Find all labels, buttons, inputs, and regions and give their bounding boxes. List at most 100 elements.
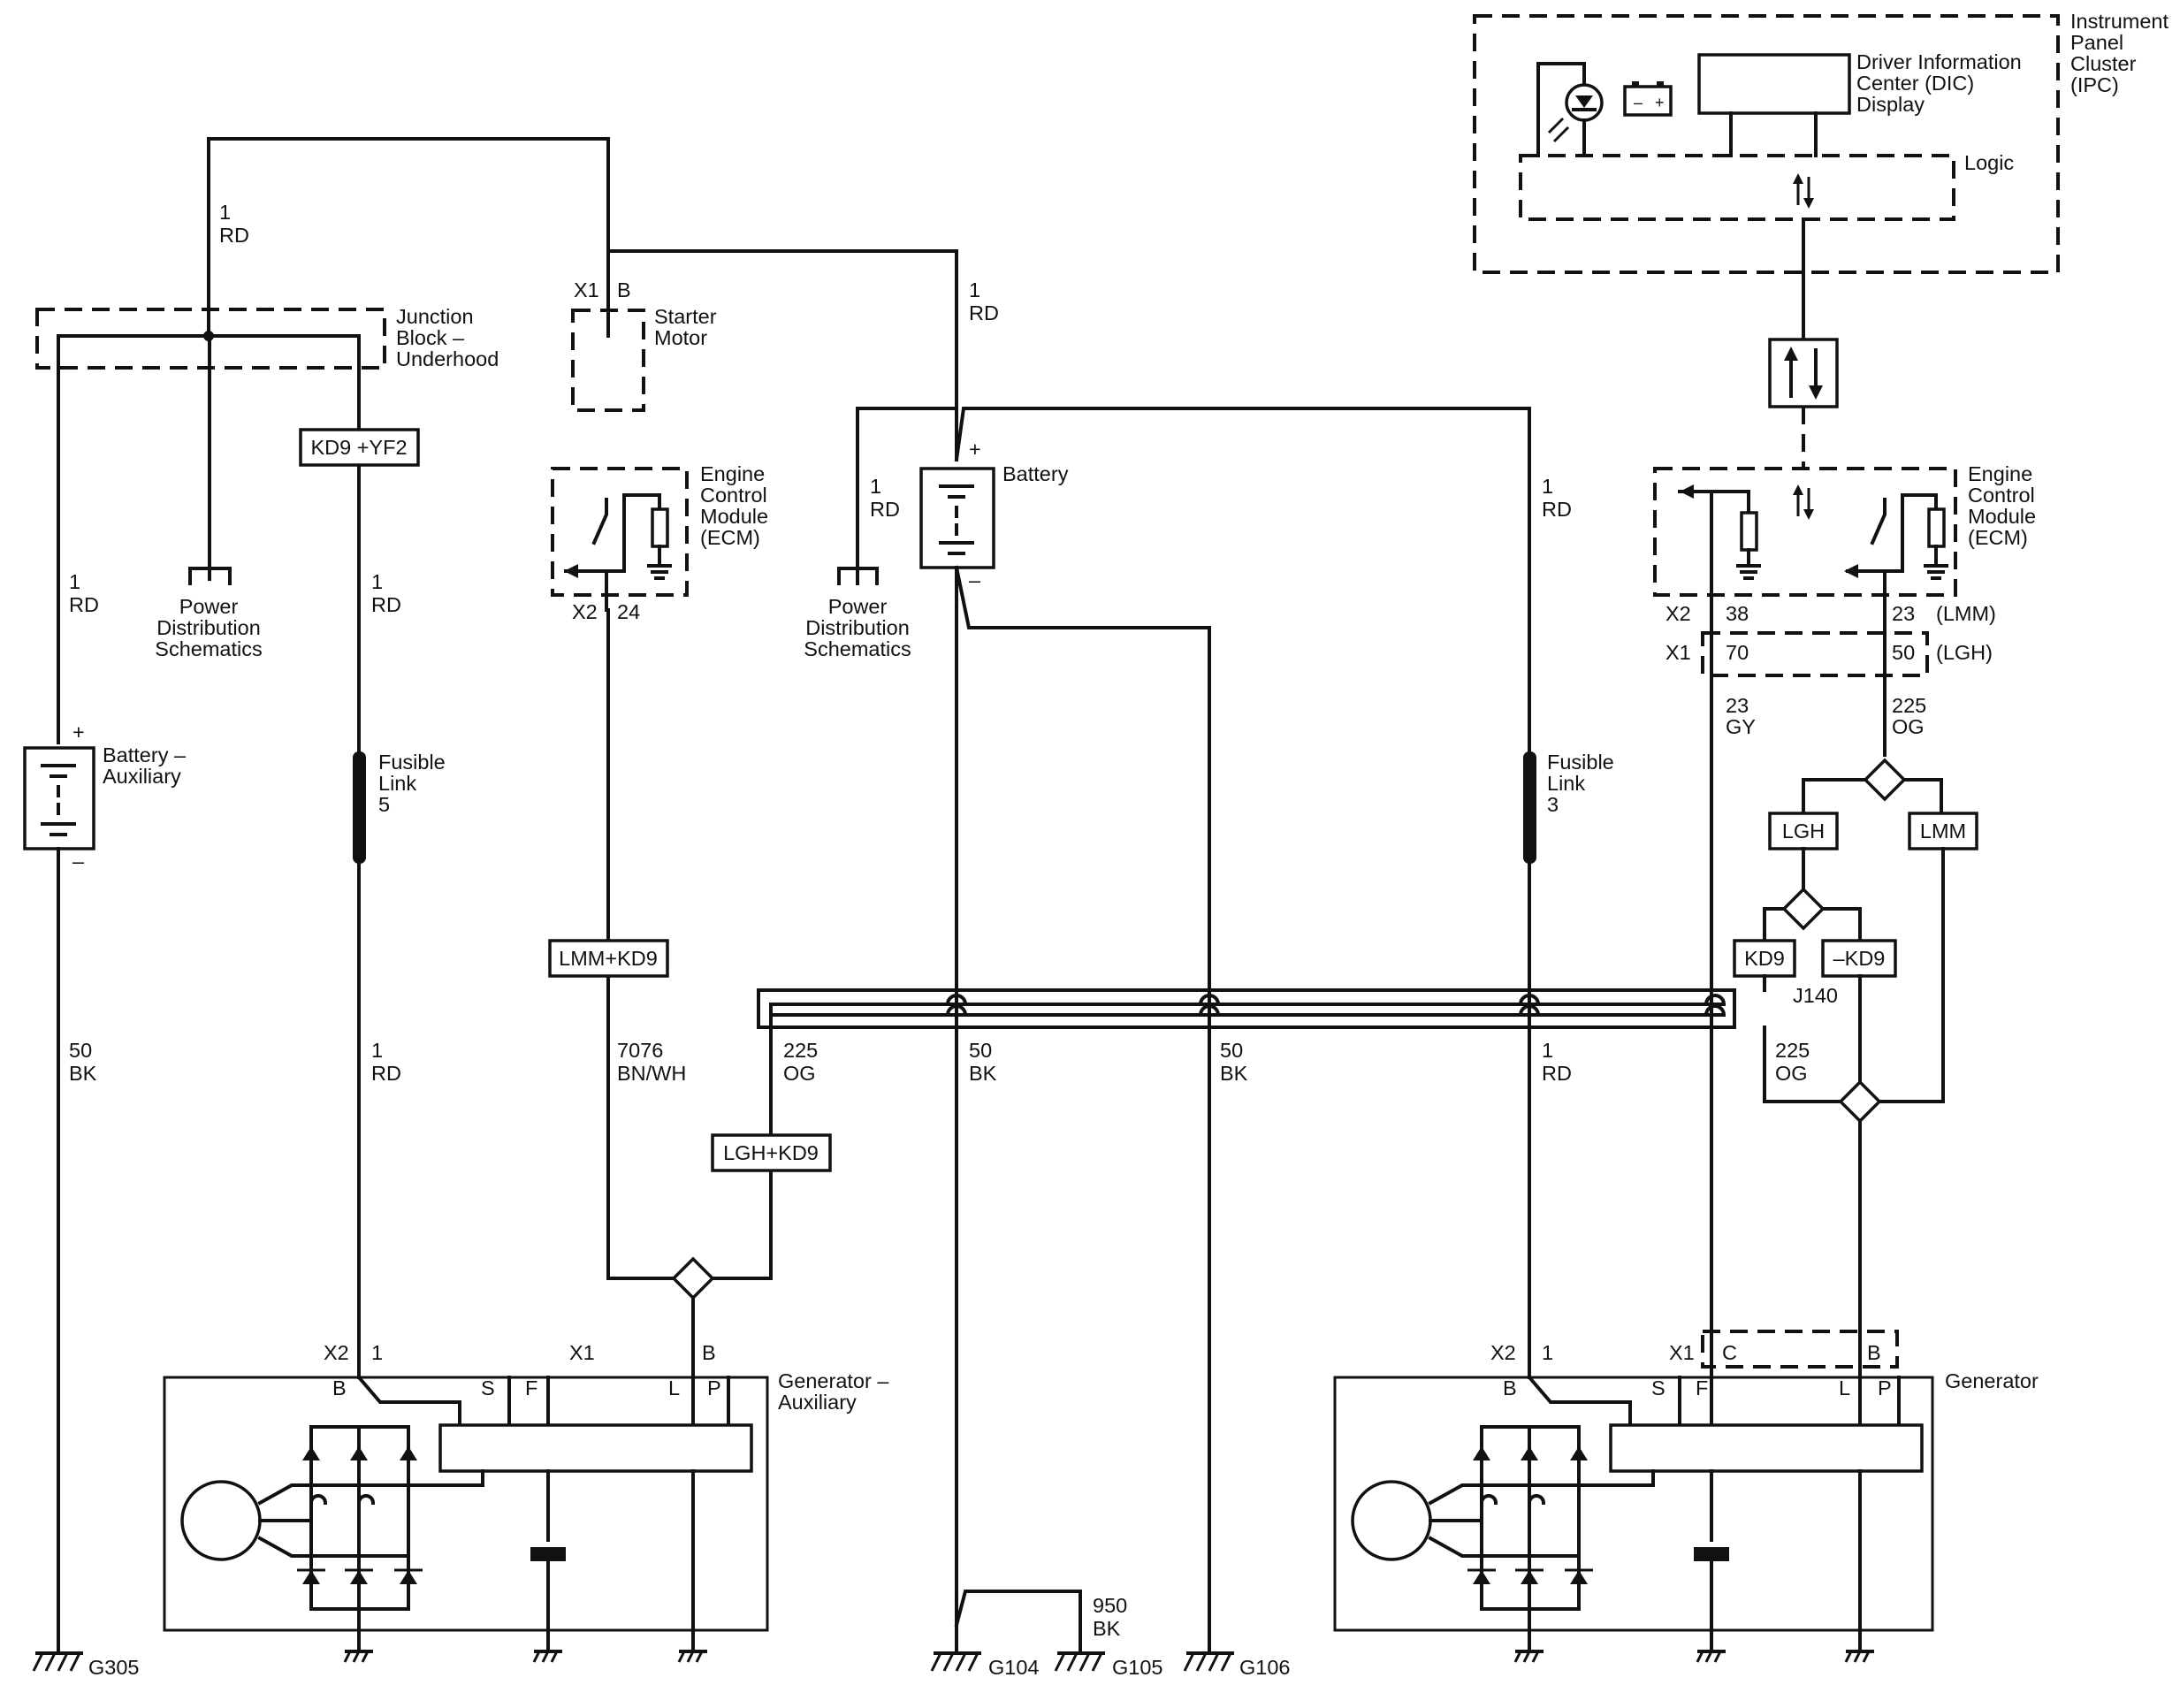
svg-text:S: S	[1651, 1376, 1665, 1399]
serial-data-link	[1768, 217, 1839, 469]
ipc-logic: Logic	[1519, 151, 2014, 221]
battery-auxiliary: + – Battery – Auxiliary	[23, 721, 187, 1655]
wire-label-rd-fuse5-gen: 1 RD	[371, 1039, 401, 1085]
generator-main: X2 1 X1 C B Generator B S F L P	[1333, 1324, 2039, 1653]
svg-text:–: –	[969, 568, 981, 591]
svg-text:(IPC): (IPC)	[2070, 73, 2119, 96]
svg-text:Module: Module	[1968, 505, 2036, 528]
svg-text:950: 950	[1093, 1594, 1127, 1617]
ground-gen-f	[1696, 1650, 1726, 1663]
svg-text:Control: Control	[1968, 484, 2035, 507]
power-distribution-left: Power Distribution Schematics	[155, 567, 263, 660]
svg-text:BN/WH: BN/WH	[617, 1062, 686, 1085]
svg-text:Cluster: Cluster	[2070, 52, 2137, 75]
svg-text:Engine: Engine	[700, 462, 765, 485]
svg-text:1: 1	[371, 570, 383, 593]
svg-text:F: F	[525, 1376, 537, 1399]
svg-text:Block –: Block –	[396, 326, 465, 349]
svg-text:Link: Link	[378, 772, 416, 795]
svg-text:X1: X1	[574, 278, 599, 301]
svg-text:OG: OG	[1892, 715, 1925, 738]
option-branching-right: LGH LMM KD9 –KD9 225 OG	[1733, 758, 1978, 1335]
svg-text:BK: BK	[969, 1062, 997, 1085]
ground-gen-aux-f	[532, 1650, 562, 1663]
bnwh-wire: LMM+KD9 7076 BN/WH	[548, 608, 686, 1280]
svg-text:RD: RD	[1542, 1062, 1572, 1085]
ground-g305: G305	[32, 1651, 140, 1679]
svg-text:23: 23	[1892, 602, 1915, 625]
svg-text:S: S	[481, 1376, 495, 1399]
svg-text:X2: X2	[572, 600, 598, 623]
svg-text:Battery –: Battery –	[103, 743, 187, 766]
svg-text:1: 1	[969, 278, 980, 301]
svg-text:F: F	[1696, 1376, 1708, 1399]
svg-text:1: 1	[1542, 475, 1553, 498]
svg-text:Display: Display	[1856, 93, 1925, 116]
svg-text:RD: RD	[69, 593, 99, 616]
svg-text:1: 1	[1542, 1341, 1553, 1364]
svg-text:L: L	[668, 1376, 680, 1399]
ground-symbols: G305 G104	[32, 1650, 1874, 1679]
svg-text:Schematics: Schematics	[155, 637, 262, 660]
svg-text:G106: G106	[1239, 1656, 1291, 1679]
svg-text:X1: X1	[1669, 1341, 1695, 1364]
rectifier-main	[1351, 1425, 1655, 1653]
svg-text:OG: OG	[783, 1062, 816, 1085]
svg-text:RD: RD	[1542, 498, 1572, 521]
svg-text:LMM: LMM	[1920, 820, 1966, 843]
svg-text:1: 1	[371, 1341, 383, 1364]
svg-text:P: P	[707, 1376, 721, 1399]
svg-text:J140: J140	[1793, 984, 1838, 1007]
svg-text:7076: 7076	[617, 1039, 663, 1062]
svg-text:50: 50	[1892, 641, 1915, 664]
svg-text:B: B	[1867, 1341, 1881, 1364]
svg-text:RD: RD	[969, 301, 999, 324]
svg-text:Link: Link	[1547, 772, 1585, 795]
svg-text:GY: GY	[1726, 715, 1756, 738]
svg-text:Logic: Logic	[1964, 151, 2014, 174]
svg-text:Control: Control	[700, 484, 767, 507]
svg-text:KD9 +YF2: KD9 +YF2	[310, 436, 407, 459]
wire-label-bk-aux: 50 BK	[69, 1039, 97, 1085]
ecm-left: Engine Control Module (ECM) X2 24	[551, 462, 768, 623]
svg-text:X2: X2	[324, 1341, 349, 1364]
ground-gen-aux-l	[677, 1650, 707, 1663]
svg-text:LMM+KD9: LMM+KD9	[559, 947, 658, 970]
dic-display: Driver Information Center (DIC) Display	[1697, 50, 2022, 157]
svg-text:Center (DIC): Center (DIC)	[1856, 72, 1974, 95]
svg-text:X2: X2	[1490, 1341, 1516, 1364]
svg-text:OG: OG	[1775, 1062, 1808, 1085]
svg-text:1: 1	[219, 201, 231, 224]
svg-text:70: 70	[1726, 641, 1749, 664]
svg-text:–: –	[1634, 94, 1643, 111]
svg-text:+: +	[1655, 94, 1665, 111]
svg-text:Driver Information: Driver Information	[1856, 50, 2022, 73]
svg-text:Fusible: Fusible	[1547, 751, 1614, 774]
svg-text:RD: RD	[371, 1062, 401, 1085]
battery-warning-icon: – +	[1623, 81, 1673, 117]
svg-text:Battery: Battery	[1002, 462, 1069, 485]
svg-text:1: 1	[1542, 1039, 1553, 1062]
svg-text:Instrument: Instrument	[2070, 10, 2169, 33]
svg-text:C: C	[1722, 1341, 1737, 1364]
svg-text:LGH+KD9: LGH+KD9	[723, 1141, 819, 1164]
svg-text:G305: G305	[88, 1656, 140, 1679]
svg-text:RD: RD	[371, 593, 401, 616]
svg-text:Fusible: Fusible	[378, 751, 446, 774]
ecm-right-connectors: X2 38 23 (LMM) X1 70 50 (LGH)	[1665, 602, 1996, 1328]
svg-text:(ECM): (ECM)	[1968, 526, 2028, 549]
svg-text:Generator: Generator	[1945, 1369, 2039, 1392]
svg-text:B: B	[617, 278, 631, 301]
svg-text:23: 23	[1726, 694, 1749, 717]
svg-text:Engine: Engine	[1968, 462, 2032, 485]
svg-text:1: 1	[69, 570, 80, 593]
generator-auxiliary: X1 B X2 1 Generator – Auxiliary B S F L …	[163, 1333, 889, 1653]
svg-text:Motor: Motor	[654, 326, 707, 349]
svg-text:Underhood: Underhood	[396, 347, 499, 370]
ground-gen-b	[1513, 1650, 1544, 1663]
svg-text:(LGH): (LGH)	[1936, 641, 1993, 664]
svg-text:225: 225	[1892, 694, 1926, 717]
svg-text:RD: RD	[219, 224, 249, 247]
svg-text:3: 3	[1547, 793, 1559, 816]
wire-label-rd-fuse3-gen: 1 RD	[1542, 1039, 1572, 1085]
